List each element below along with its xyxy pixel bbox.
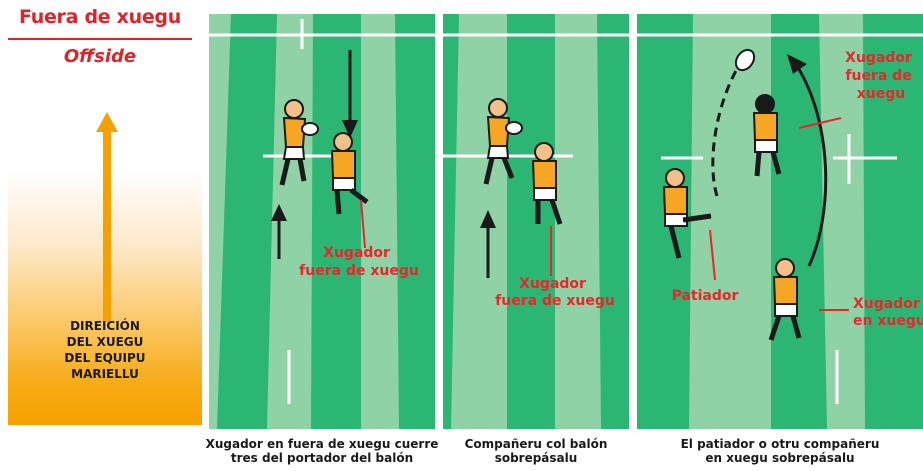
offside-player-label: Xugador fuera de xuegu [495,276,615,309]
title-divider [8,38,192,40]
label-leader-line [798,117,842,129]
ball-carrier-player-icon [279,99,319,186]
offside-player-label: Xugador fuera de xuegu [845,50,917,102]
onside-player-label: Xugador en xuegu [853,296,923,329]
scenario-panel-1: Xugador fuera de xuegu [209,14,435,429]
diagram-title: Fuera de xuegu [19,6,181,28]
direction-line: DIREICIÓN [70,319,140,333]
onside-player-icon [768,258,802,341]
caption-line: tres del portador del balón [230,451,414,465]
pitch-stripes [209,14,435,429]
offside-player-icon [531,142,563,225]
caption-line: El patiador o otru compañeru [680,437,880,451]
label-leader-line [360,199,366,249]
panel-2-caption: Compañeru col balón sobrepásalu [443,437,629,465]
direction-arrow-icon [96,112,118,322]
movement-arrow-up-icon [271,204,287,259]
direction-line: MARIELLU [71,367,139,381]
direction-line: DEL XUEGU [66,335,144,349]
caption-line: Xugador en fuera de xuegu cuerre [205,437,439,451]
caption-line: sobrepásalu [494,451,578,465]
pitch-lines [637,33,923,404]
kicker-label: Patiador [672,288,739,304]
panel-1-caption: Xugador en fuera de xuegu cuerre tres de… [200,437,444,465]
panel-3-caption: El patiador o otru compañeru en xuegu so… [650,437,910,465]
label-leader-line [709,229,716,281]
offside-player-label: Xugador fuera de xuegu [299,245,419,279]
diagram-subtitle: Offside [63,46,137,67]
caption-line: Compañeru col balón [464,437,608,451]
caption-line: en xuegu sobrepásalu [705,451,855,465]
run-path-arrow-icon [787,54,828,267]
pitch-lines [209,19,435,404]
direction-label: DIREICIÓN DEL XUEGU DEL EQUIPU MARIELLU [8,318,202,382]
scenario-panel-3: Xugador fuera de xuegu Patiador Xugador … [637,14,923,429]
movement-arrow-down-icon [342,50,358,138]
kick-trajectory-icon [711,48,756,197]
ball-carrier-player-icon [483,98,523,185]
direction-line: DEL EQUIPU [64,351,146,365]
movement-arrow-up-icon [480,210,496,278]
offside-player-icon [330,132,369,215]
offside-player-icon [752,94,782,177]
scenario-panel-2: Xugador fuera de xuegu [443,14,629,429]
kicker-player-icon [662,168,712,259]
